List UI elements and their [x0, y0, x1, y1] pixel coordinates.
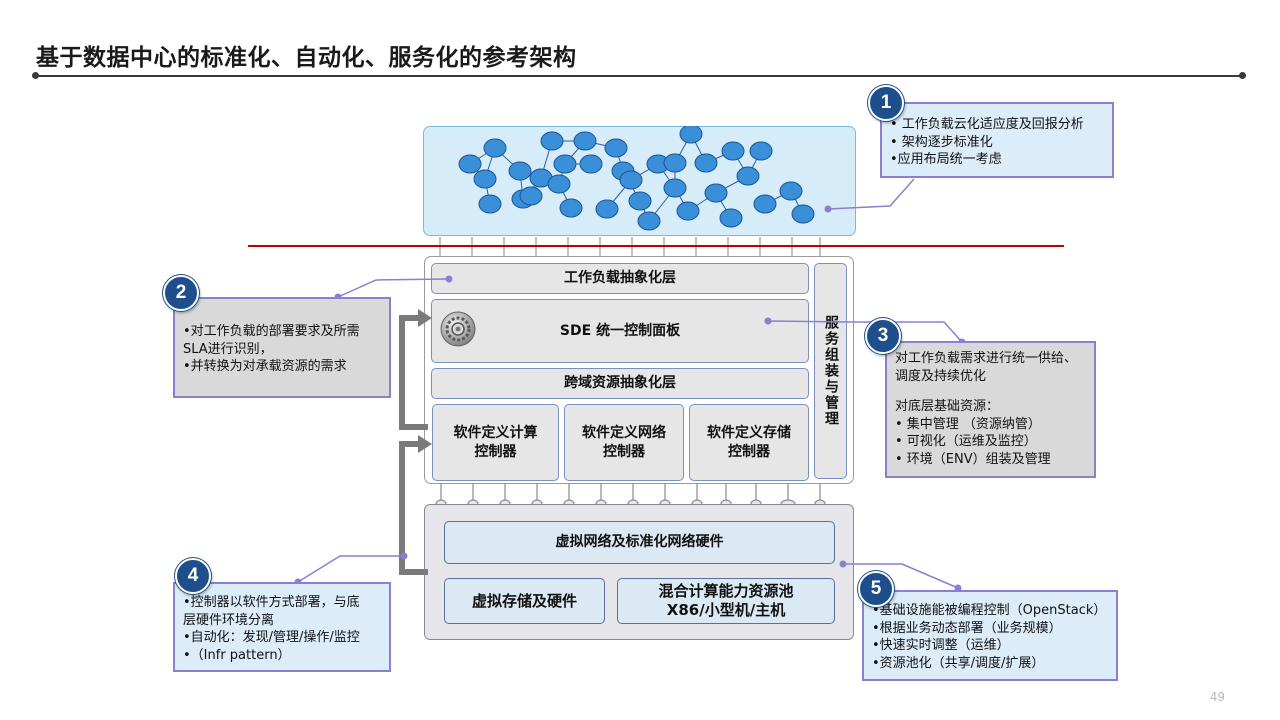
badge-1: 1 — [868, 85, 904, 121]
virtual-storage-layer: 虚拟存储及硬件 — [444, 578, 605, 624]
note-5-line2: •根据业务动态部署（业务规模） — [872, 620, 1062, 636]
note-1-line3: •应用布局统一考虑 — [890, 152, 1002, 168]
network-nodes — [458, 126, 815, 231]
badge-4: 4 — [175, 558, 211, 594]
note-4-line2: 层硬件环境分离 — [183, 612, 275, 628]
storage-controller: 软件定义存储 控制器 — [689, 404, 809, 481]
sde-panel-label: SDE 统一控制面板 — [559, 322, 681, 339]
hybrid-compute-line1: 混合计算能力资源池 — [658, 582, 794, 601]
virtual-network-layer: 虚拟网络及标准化网络硬件 — [444, 521, 835, 564]
service-orchestration-bar: 服务组装与管理 — [814, 263, 847, 479]
network-controller-line1: 软件定义网络 — [582, 424, 666, 441]
note-3-line1: 对工作负载需求进行统一供给、 — [895, 351, 1078, 366]
virtual-network-label: 虚拟网络及标准化网络硬件 — [555, 534, 724, 551]
note-3-spacer — [895, 385, 1086, 398]
note-5-line3: •快速实时调整（运维） — [872, 638, 1010, 654]
note-5: •基础设施能被编程控制（OpenStack） •根据业务动态部署（业务规模） •… — [862, 590, 1118, 681]
note-2-line3: •并转换为对承载资源的需求 — [183, 359, 347, 375]
compute-controller: 软件定义计算 控制器 — [432, 404, 559, 481]
note-2: •对工作负载的部署要求及所需 SLA进行识别， •并转换为对承载资源的需求 — [173, 297, 391, 398]
badge-2: 2 — [163, 275, 199, 311]
network-controller-line2: 控制器 — [603, 443, 645, 460]
badge-5: 5 — [858, 571, 894, 607]
note-4-line3: •自动化：发现/管理/操作/监控 — [183, 630, 360, 646]
title-rule — [36, 75, 1242, 77]
note-5-line4: •资源池化（共享/调度/扩展） — [872, 655, 1045, 671]
service-orchestration-label: 服务组装与管理 — [822, 315, 839, 427]
title-rule-left-dot — [32, 72, 39, 79]
compute-controller-line1: 软件定义计算 — [453, 424, 538, 441]
storage-controller-line2: 控制器 — [728, 443, 770, 460]
virtual-storage-label: 虚拟存储及硬件 — [471, 591, 577, 610]
workload-abstraction-label: 工作负载抽象化层 — [564, 270, 676, 287]
note-1-line2: • 架构逐步标准化 — [890, 134, 993, 150]
cross-domain-abstraction-layer: 跨域资源抽象化层 — [431, 368, 809, 399]
hybrid-compute-pool: 混合计算能力资源池 X86/小型机/主机 — [617, 578, 835, 624]
callout-dots — [294, 205, 966, 592]
note-4-line1: •控制器以软件方式部署，与底 — [183, 595, 360, 610]
hybrid-compute-line2: X86/小型机/主机 — [666, 601, 786, 619]
arrow-shafts — [399, 315, 428, 575]
sde-control-panel: SDE 统一控制面板 — [431, 299, 809, 363]
page-number: 49 — [1209, 690, 1225, 704]
slide-title: 基于数据中心的标准化、自动化、服务化的参考架构 — [36, 45, 577, 71]
callout-leaders — [297, 178, 963, 589]
note-4-line4: •（Infr pattern） — [183, 647, 291, 663]
note-5-line1: •基础设施能被编程控制（OpenStack） — [872, 603, 1107, 618]
note-3: 对工作负载需求进行统一供给、 调度及持续优化 对底层基础资源： • 集中管理 （… — [885, 341, 1096, 478]
arrow-heads — [418, 309, 432, 453]
note-3-line7: • 环境（ENV）组装及管理 — [895, 451, 1051, 467]
note-3-line2: 调度及持续优化 — [895, 368, 987, 384]
title-rule-right-dot — [1239, 72, 1246, 79]
badge-3: 3 — [865, 318, 901, 354]
note-1-line1: • 工作负载云化适应度及回报分析 — [890, 117, 1084, 132]
gear-icon — [440, 311, 476, 347]
note-3-line5: • 集中管理 （资源纳管） — [895, 416, 1041, 432]
note-1: • 工作负载云化适应度及回报分析 • 架构逐步标准化 •应用布局统一考虑 — [880, 102, 1114, 178]
workload-abstraction-layer: 工作负载抽象化层 — [431, 263, 809, 294]
note-4: •控制器以软件方式部署，与底 层硬件环境分离 •自动化：发现/管理/操作/监控 … — [173, 582, 391, 672]
storage-controller-line1: 软件定义存储 — [707, 424, 791, 441]
cross-domain-label: 跨域资源抽象化层 — [564, 375, 676, 392]
note-3-line4: 对底层基础资源： — [895, 399, 1000, 415]
network-controller: 软件定义网络 控制器 — [564, 404, 684, 481]
compute-controller-line2: 控制器 — [474, 443, 517, 460]
note-2-line1: •对工作负载的部署要求及所需 — [183, 324, 360, 339]
note-3-line6: • 可视化（运维及监控） — [895, 434, 1037, 450]
application-network-graph — [458, 126, 815, 231]
note-2-line2: SLA进行识别， — [183, 341, 273, 357]
